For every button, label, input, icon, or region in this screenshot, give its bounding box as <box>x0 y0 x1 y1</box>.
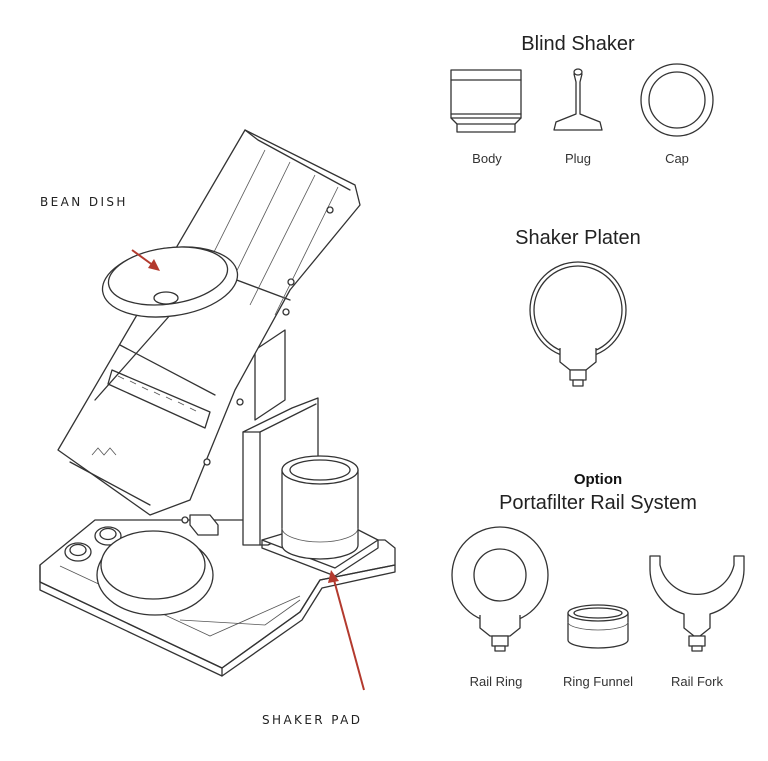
bean-dish <box>101 246 239 318</box>
blind-shaker-title: Blind Shaker <box>521 33 635 55</box>
option-label: Option <box>574 471 622 488</box>
rail-system-section: Option Portafilter Rail System Rail Ring… <box>451 471 745 689</box>
rail-ring-part: Rail Ring <box>451 526 549 689</box>
bean-dish-label: BEAN DISH <box>40 195 128 209</box>
dosing-pad <box>96 530 214 616</box>
control-buttons <box>64 526 122 562</box>
shaker-pad-label: SHAKER PAD <box>262 713 362 727</box>
machine-illustration: BEAN DISH SHAKER PAD <box>39 129 396 727</box>
bean-dish-arrowhead <box>148 259 160 271</box>
shaker-on-pad <box>261 455 379 577</box>
platen-part <box>529 261 627 387</box>
ring-funnel-part: Ring Funnel <box>563 604 633 689</box>
shaker-pad-arrow <box>333 579 365 691</box>
rail-fork-label: Rail Fork <box>671 674 724 689</box>
ring-funnel-label: Ring Funnel <box>563 674 633 689</box>
bean-dish-arrow <box>131 249 155 267</box>
shaker-pad-callout: SHAKER PAD <box>262 570 365 727</box>
rail-ring-label: Rail Ring <box>470 674 523 689</box>
shaker-pad-arrowhead <box>328 570 339 583</box>
blind-shaker-section: Blind Shaker Body Plug Cap <box>450 33 714 166</box>
shaker-plug-part: Plug <box>553 68 603 166</box>
plug-label: Plug <box>565 151 591 166</box>
cap-label: Cap <box>665 151 689 166</box>
shaker-platen-title: Shaker Platen <box>515 227 641 249</box>
tilted-arm <box>57 129 361 536</box>
shaker-body-part: Body <box>450 69 522 166</box>
body-label: Body <box>472 151 502 166</box>
shaker-cap-part: Cap <box>640 63 714 166</box>
shaker-platen-section: Shaker Platen <box>515 227 641 387</box>
rail-fork-part: Rail Fork <box>649 555 745 689</box>
rail-system-title: Portafilter Rail System <box>499 492 697 514</box>
bean-dish-callout: BEAN DISH <box>40 195 160 271</box>
